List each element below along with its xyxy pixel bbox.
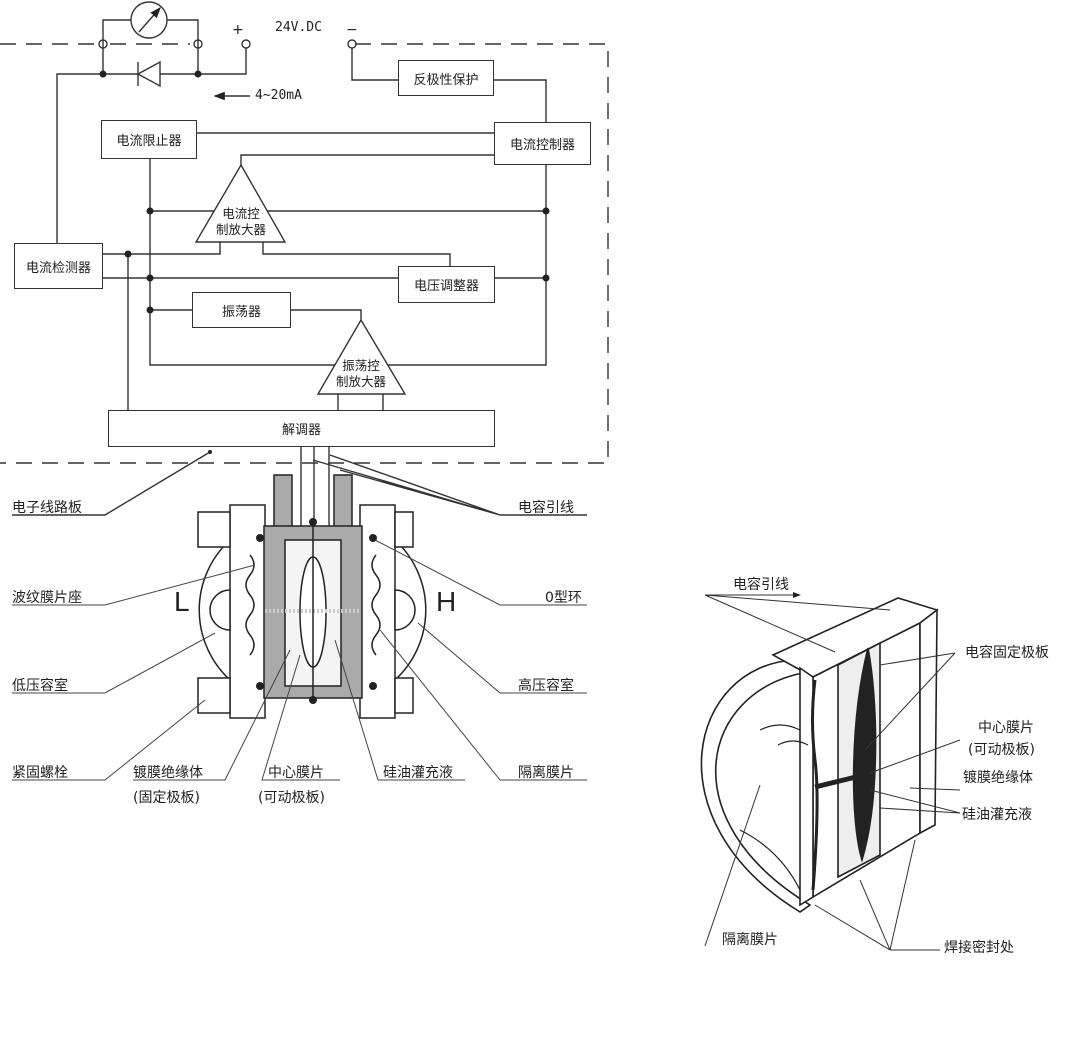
osc-amp-line1: 振荡控	[342, 358, 380, 373]
cutaway-label-isolating-diaphragm: 隔离膜片	[722, 932, 778, 948]
cutaway-label-cap-leads: 电容引线	[733, 577, 789, 593]
osc-amp-triangle	[316, 318, 407, 395]
cutaway-label-silicone-oil: 硅油灌充液	[962, 807, 1032, 823]
current-detector-block: 电流检测器	[14, 243, 103, 289]
cutaway-label-weld-seal: 焊接密封处	[944, 940, 1014, 956]
osc-amp-label: 振荡控制放大器	[321, 358, 401, 390]
cutaway-label-fixed-plate: 电容固定极板	[965, 645, 1049, 661]
label-cap-leads: 电容引线	[518, 500, 574, 516]
voltage-regulator-block: 电压调整器	[398, 266, 495, 303]
cutaway-view	[700, 597, 939, 913]
label-center-diaphragm-sub: (可动极板)	[258, 790, 325, 806]
current-amp-line2: 制放大器	[215, 222, 266, 237]
cutaway-label-center-diaphragm-sub: (可动极板)	[968, 742, 1035, 758]
osc-amp-line2: 制放大器	[335, 374, 386, 389]
oscillator-block: 振荡器	[192, 292, 291, 328]
label-insulator: 镀膜绝缘体	[133, 765, 203, 781]
label-circuit-board: 电子线路板	[12, 500, 82, 516]
label-bellows-seat: 波纹膜片座	[12, 590, 82, 606]
current-amp-triangle	[194, 163, 287, 243]
diode-icon	[136, 60, 161, 88]
bolt-icon	[197, 511, 231, 548]
cutaway-label-insulator: 镀膜绝缘体	[963, 770, 1033, 786]
label-bolt: 紧固螺栓	[12, 765, 68, 781]
supply-voltage-label: 24V.DC	[275, 20, 322, 35]
current-amp-label: 电流控制放大器	[201, 206, 281, 238]
minus-terminal-label: −	[346, 22, 358, 38]
high-side-letter: H	[436, 586, 457, 617]
low-side-letter: L	[174, 586, 190, 617]
reverse-polarity-block: 反极性保护	[398, 60, 494, 96]
label-isolating-diaphragm: 隔离膜片	[518, 765, 574, 781]
dashed-enclosure	[0, 43, 609, 464]
label-center-diaphragm: 中心膜片	[268, 765, 324, 781]
current-amp-line1: 电流控	[222, 206, 260, 221]
current-limiter-block: 电流限止器	[101, 120, 197, 159]
current-range-label: 4~20mA	[255, 88, 302, 103]
label-o-ring: 0型环	[545, 590, 582, 606]
label-high-chamber: 高压容室	[518, 678, 574, 694]
demodulator-block: 解调器	[108, 410, 495, 447]
cutaway-label-center-diaphragm: 中心膜片	[978, 720, 1034, 736]
ammeter-icon	[130, 1, 168, 39]
plus-terminal-label: +	[232, 22, 244, 38]
sensor-cross-section	[197, 474, 427, 719]
label-silicone-oil: 硅油灌充液	[383, 765, 453, 781]
label-insulator-sub: (固定极板)	[133, 790, 200, 806]
current-controller-block: 电流控制器	[494, 122, 591, 165]
label-low-chamber: 低压容室	[12, 678, 68, 694]
